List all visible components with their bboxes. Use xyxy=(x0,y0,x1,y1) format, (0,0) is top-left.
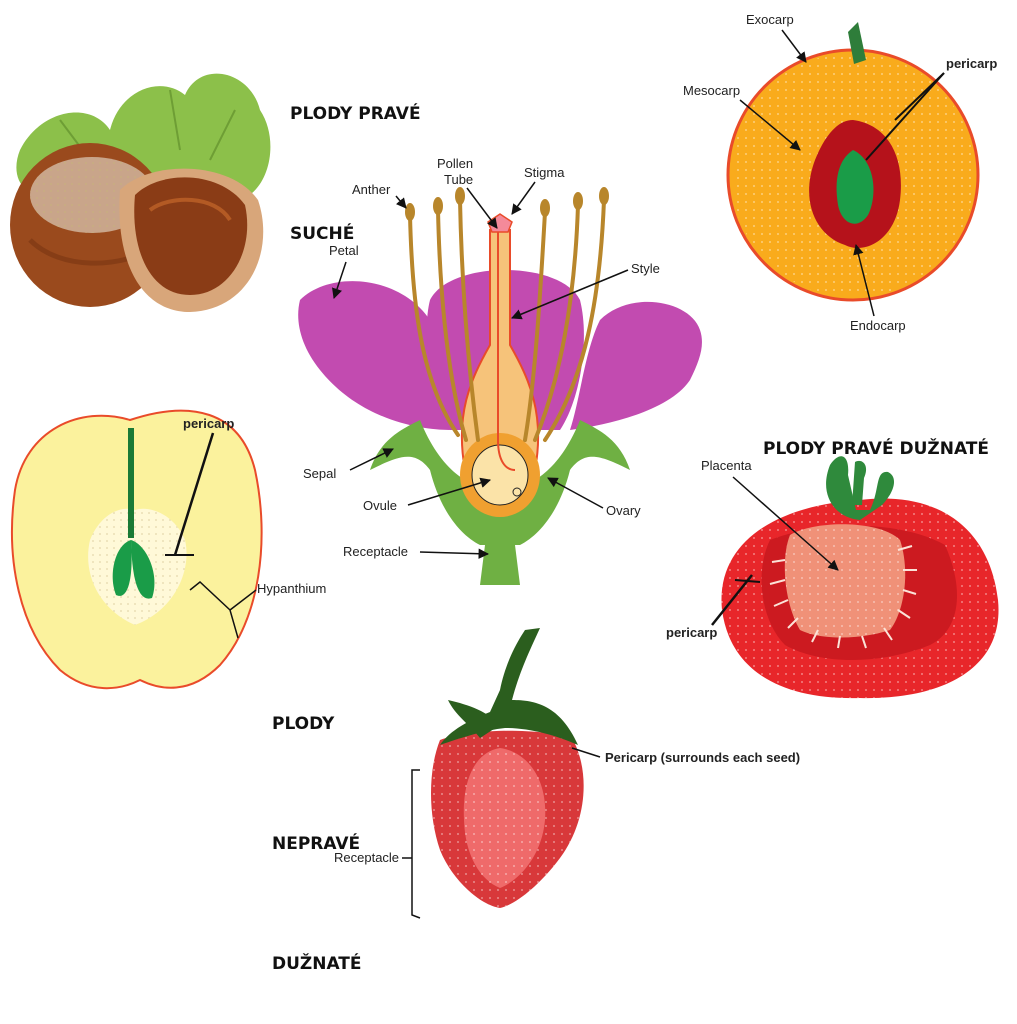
label-sepal: Sepal xyxy=(303,466,336,481)
bracket-receptacle-strawberry xyxy=(402,770,420,918)
tomato-illustration xyxy=(721,456,998,698)
label-anther: Anther xyxy=(352,182,391,197)
strawberry-illustration xyxy=(431,628,584,908)
label-receptacle-flower: Receptacle xyxy=(343,544,408,559)
label-mesocarp: Mesocarp xyxy=(683,83,740,98)
arrow-stigma xyxy=(512,182,535,214)
label-tube: Tube xyxy=(444,172,473,187)
label-placenta: Placenta xyxy=(701,458,752,473)
label-style: Style xyxy=(631,261,660,276)
fruit-diagram-canvas: Pollen Tube Stigma Anther Petal Style Se… xyxy=(0,0,1017,923)
flower-illustration xyxy=(298,187,702,585)
label-exocarp: Exocarp xyxy=(746,12,794,27)
label-pericarp-peach: pericarp xyxy=(946,56,997,71)
label-pericarp-apple: pericarp xyxy=(183,416,234,431)
hazelnut-illustration xyxy=(10,74,270,312)
arrow-exocarp xyxy=(782,30,806,62)
label-stigma: Stigma xyxy=(524,165,565,180)
label-pollen: Pollen xyxy=(437,156,473,171)
arrow-receptacle-flower xyxy=(420,552,488,554)
peach-illustration xyxy=(728,22,978,300)
arrow-pollen-tube xyxy=(467,188,497,228)
label-ovule: Ovule xyxy=(363,498,397,513)
label-petal: Petal xyxy=(329,243,359,258)
label-hypanthium: Hypanthium xyxy=(257,581,326,596)
label-receptacle-strawberry: Receptacle xyxy=(334,850,399,865)
label-ovary: Ovary xyxy=(606,503,641,518)
heading-fleshy-false-line-3: DUŽNATÉ xyxy=(272,944,362,984)
label-pericarp-tomato: pericarp xyxy=(666,625,717,640)
apple-illustration xyxy=(12,411,262,689)
arrow-anther xyxy=(396,196,406,208)
label-endocarp: Endocarp xyxy=(850,318,906,333)
label-pericarp-strawberry: Pericarp (surrounds each seed) xyxy=(605,750,800,765)
